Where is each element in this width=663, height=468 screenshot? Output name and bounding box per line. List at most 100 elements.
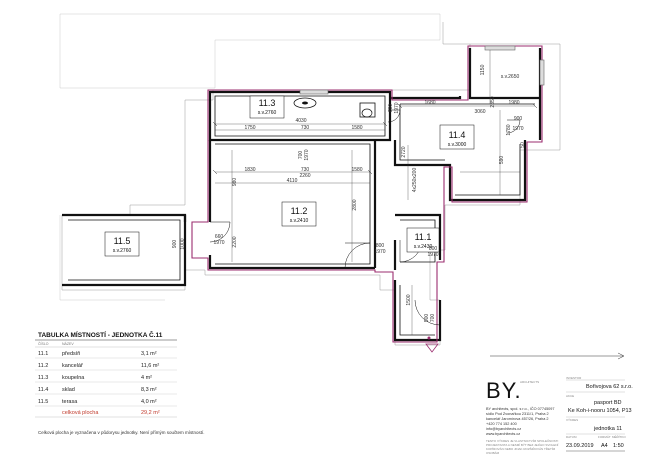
svg-text:900: 900	[172, 240, 178, 249]
svg-text:590: 590	[499, 156, 505, 165]
svg-text:AKCE: AKCE	[566, 394, 574, 398]
door-swings	[209, 109, 521, 326]
svg-text:s.v.2760: s.v.2760	[113, 248, 132, 254]
svg-text:INVESTOR: INVESTOR	[566, 376, 582, 380]
svg-text:celková plocha: celková plocha	[62, 410, 99, 416]
svg-text:Bořivojova 62 s.r.o.: Bořivojova 62 s.r.o.	[586, 384, 633, 390]
svg-text:3060: 3060	[474, 109, 485, 115]
svg-text:1:50: 1:50	[613, 443, 624, 449]
svg-text:TABULKA MÍSTNOSTÍ - JEDNOTKA Č: TABULKA MÍSTNOSTÍ - JEDNOTKA Č.11	[38, 330, 163, 339]
walls	[62, 48, 542, 342]
svg-text:1830: 1830	[244, 167, 255, 173]
svg-text:50: 50	[520, 142, 526, 148]
svg-text:předsíň: předsíň	[62, 351, 80, 357]
table-row: 11.1 předsíň 3,1 m²	[35, 351, 177, 359]
table-row: 11.2 kancelář 11,6 m²	[35, 363, 177, 371]
svg-text:BY architects, spol. s r.o., I: BY architects, spol. s r.o., IČO 0774509…	[486, 406, 555, 411]
dimension-ticks	[212, 103, 538, 175]
svg-text:700: 700	[298, 151, 304, 160]
svg-text:s.v.2650: s.v.2650	[501, 74, 520, 80]
svg-text:11.2: 11.2	[291, 206, 308, 216]
svg-text:jednotka 11: jednotka 11	[593, 426, 622, 432]
svg-text:A4: A4	[601, 443, 608, 449]
svg-text:4030: 4030	[295, 118, 306, 124]
svg-text:900: 900	[424, 314, 430, 323]
svg-text:11.1: 11.1	[38, 351, 48, 357]
svg-text:1680: 1680	[424, 100, 435, 106]
svg-text:4110: 4110	[287, 178, 298, 184]
svg-text:2200: 2200	[232, 236, 238, 247]
lower-left-contour	[59, 215, 165, 301]
section-marker-icon	[425, 343, 439, 353]
svg-text:4x250x200: 4x250x200	[412, 168, 418, 193]
svg-text:11.5: 11.5	[38, 399, 48, 405]
svg-text:NÁZEV: NÁZEV	[62, 342, 74, 346]
svg-text:8,3 m²: 8,3 m²	[141, 387, 157, 393]
svg-text:11.1: 11.1	[415, 232, 432, 242]
svg-text:FORMÁT: FORMÁT	[598, 435, 611, 439]
svg-text:800: 800	[376, 243, 385, 249]
table-note: Celková plocha je vyznačena v půdorysu j…	[38, 429, 205, 435]
svg-text:900: 900	[514, 116, 523, 122]
svg-text:660: 660	[215, 234, 224, 240]
svg-text:11.2: 11.2	[38, 363, 48, 369]
svg-text:1150: 1150	[480, 64, 486, 75]
svg-text:1970: 1970	[213, 240, 224, 246]
svg-text:800: 800	[388, 104, 394, 113]
dimension-lines	[179, 50, 535, 335]
svg-text:2720: 2720	[401, 146, 407, 157]
svg-text:OSOBÁM: OSOBÁM	[486, 451, 500, 455]
room-label-11-1: 11.1 s.v.2430	[406, 227, 440, 253]
svg-text:TENTO VÝKRES JE VLASTNICTVÍM S: TENTO VÝKRES JE VLASTNICTVÍM SPOLEČNOSTI	[486, 438, 558, 443]
svg-text:29,2 m²: 29,2 m²	[141, 410, 160, 416]
svg-text:koupelna: koupelna	[62, 375, 85, 381]
table-total-row: celková plocha 29,2 m²	[35, 410, 177, 418]
svg-text:1970: 1970	[394, 102, 400, 113]
svg-text:1980: 1980	[508, 100, 519, 106]
room-label-11-5: 11.5 s.v.2760	[104, 231, 140, 257]
svg-text:2800: 2800	[352, 199, 358, 210]
svg-text:DATUM: DATUM	[566, 435, 577, 439]
svg-text:11.5: 11.5	[114, 236, 131, 246]
svg-text:KOPÍROVÁN NEBO JINAK ROZŠIŘOVÁ: KOPÍROVÁN NEBO JINAK ROZŠIŘOVÁN TŘETÍM	[486, 446, 556, 451]
room-label-11-2: 11.2 s.v.2410	[281, 201, 317, 227]
svg-text:3,1 m²: 3,1 m²	[141, 351, 157, 357]
svg-text:1500: 1500	[406, 294, 412, 305]
room-label-11-4: 11.4 s.v.3000	[439, 124, 475, 150]
svg-text:1970: 1970	[304, 149, 310, 160]
unit-outline	[191, 45, 543, 343]
svg-text:s.v.2430: s.v.2430	[414, 244, 433, 250]
svg-text:2260: 2260	[299, 173, 310, 179]
svg-text:s.v.3000: s.v.3000	[448, 142, 467, 148]
table-row: 11.3 koupelna 4 m²	[35, 375, 177, 383]
svg-text:terasa: terasa	[62, 399, 78, 405]
svg-text:800: 800	[429, 246, 438, 252]
svg-text:730: 730	[301, 167, 310, 173]
building-contour	[61, 22, 561, 346]
svg-text:1750: 1750	[244, 125, 255, 131]
room-label-11-3: 11.3 s.v.2760	[249, 95, 285, 119]
windows	[299, 45, 545, 95]
room-table: TABULKA MÍSTNOSTÍ - JEDNOTKA Č.11 ČÍSLO …	[35, 330, 205, 435]
svg-text:730: 730	[301, 125, 310, 131]
svg-text:1780: 1780	[506, 124, 512, 135]
svg-text:1580: 1580	[351, 125, 362, 131]
upper-contour	[59, 13, 441, 89]
svg-text:MĚŘÍTKO: MĚŘÍTKO	[612, 434, 626, 439]
svg-text:kancelář Jaromírova 457/26, Pr: kancelář Jaromírova 457/26, Praha 2	[486, 417, 548, 421]
svg-text:2350: 2350	[490, 96, 496, 107]
svg-text:sklad: sklad	[62, 387, 75, 393]
svg-text:ČÍSLO: ČÍSLO	[38, 341, 49, 346]
marker-dot-icon	[427, 336, 431, 340]
svg-text:info@byarchitects.cz: info@byarchitects.cz	[486, 427, 521, 431]
svg-text:s.v.2410: s.v.2410	[290, 218, 309, 224]
svg-text:PROJEKTANTA A NESMÍ BÝT BEZ JE: PROJEKTANTA A NESMÍ BÝT BEZ JEJÍHO SVOLE…	[486, 443, 559, 447]
svg-text:1970: 1970	[374, 249, 385, 255]
svg-text:23.09.2019: 23.09.2019	[566, 443, 594, 449]
table-row: 11.4 sklad 8,3 m²	[35, 387, 177, 395]
drain-icon	[302, 101, 308, 105]
svg-text:4,0 m²: 4,0 m²	[141, 399, 157, 405]
svg-text:www.byarchitects.cz: www.byarchitects.cz	[486, 432, 520, 436]
svg-text:11.3: 11.3	[38, 375, 48, 381]
company-logo: BY.	[486, 378, 522, 403]
